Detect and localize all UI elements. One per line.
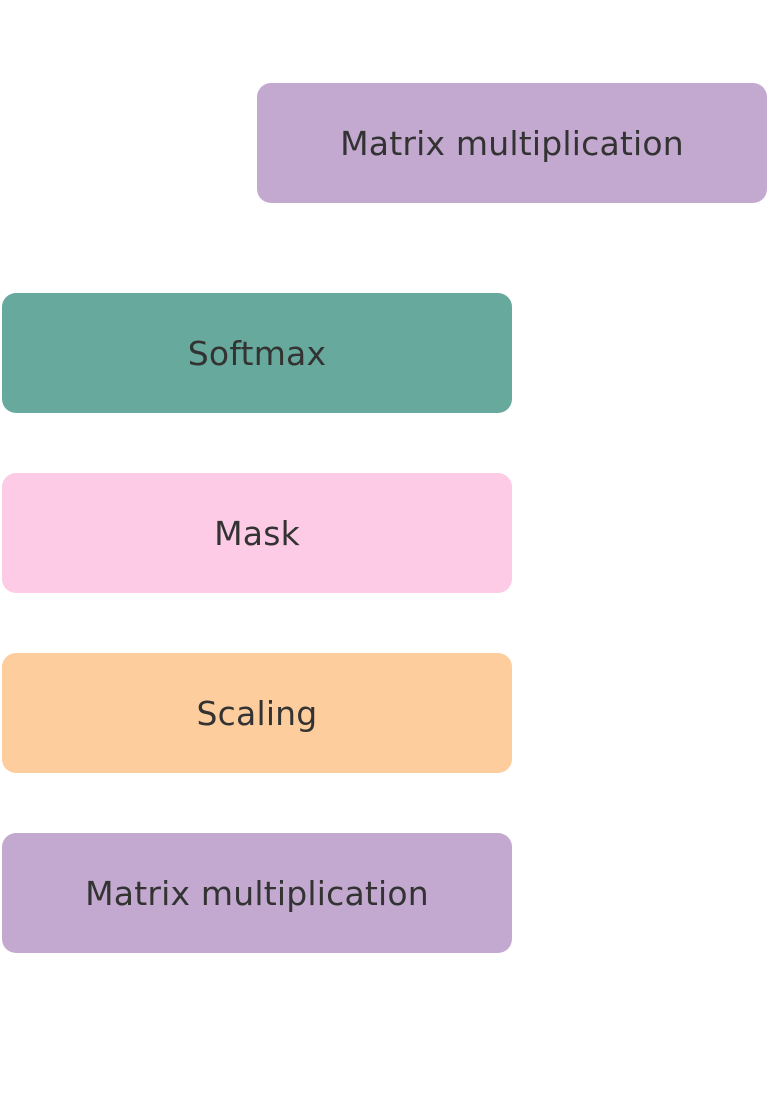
block-label: Mask bbox=[214, 513, 300, 553]
scaling-block: Scaling bbox=[2, 653, 512, 773]
mask-block: Mask bbox=[2, 473, 512, 593]
block-label: Softmax bbox=[187, 333, 327, 373]
block-label: Matrix multiplication bbox=[85, 873, 429, 913]
block-label: Scaling bbox=[196, 693, 318, 733]
block-label: Matrix multiplication bbox=[340, 123, 684, 163]
matrix-multiplication-block-bottom: Matrix multiplication bbox=[2, 833, 512, 953]
matrix-multiplication-block-top: Matrix multiplication bbox=[257, 83, 767, 203]
softmax-block: Softmax bbox=[2, 293, 512, 413]
